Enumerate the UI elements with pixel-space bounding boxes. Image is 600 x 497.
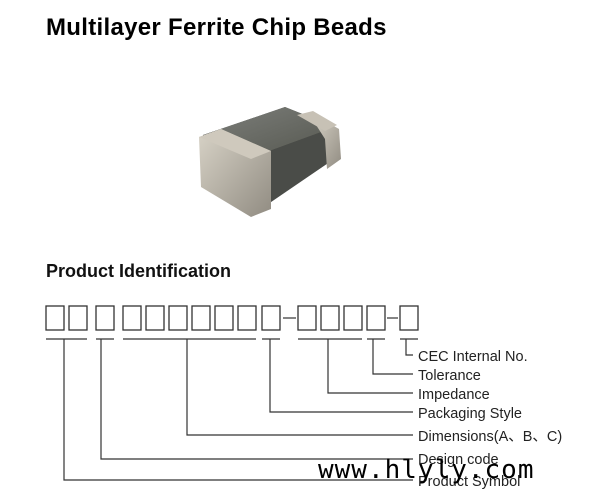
watermark: www.hlyly.com [318, 455, 535, 485]
label-design-code: Design code [418, 452, 499, 468]
leader-impedance [327, 339, 413, 394]
page-title: Multilayer Ferrite Chip Beads [46, 14, 387, 41]
code-box [297, 305, 317, 331]
leader-packaging-style [269, 339, 413, 413]
code-box [145, 305, 165, 331]
code-box [320, 305, 340, 331]
code-box [68, 305, 88, 331]
label-impedance: Impedance [418, 387, 490, 403]
label-packaging-style: Packaging Style [418, 406, 522, 422]
code-box [45, 305, 65, 331]
code-box [191, 305, 211, 331]
label-product-symbol: Product Symbol [418, 474, 520, 490]
code-box [95, 305, 115, 331]
label-cec-internal-no: CEC Internal No. [418, 349, 528, 365]
code-box [343, 305, 363, 331]
leader-tolerance [372, 339, 413, 375]
code-box [214, 305, 234, 331]
code-box [122, 305, 142, 331]
leader-cec-internal-no [405, 339, 413, 356]
code-box [237, 305, 257, 331]
code-box [261, 305, 281, 331]
label-dimensions: Dimensions(A、B、C) [418, 429, 562, 445]
code-box [366, 305, 386, 331]
code-box [399, 305, 419, 331]
section-title: Product Identification [46, 261, 232, 281]
label-tolerance: Tolerance [418, 368, 481, 384]
leader-design-code [100, 339, 413, 460]
leader-product-symbol [63, 339, 413, 481]
code-box [168, 305, 188, 331]
leader-dimensions [186, 339, 413, 436]
chip-bead-image [185, 95, 355, 235]
code-boxes [45, 305, 419, 331]
